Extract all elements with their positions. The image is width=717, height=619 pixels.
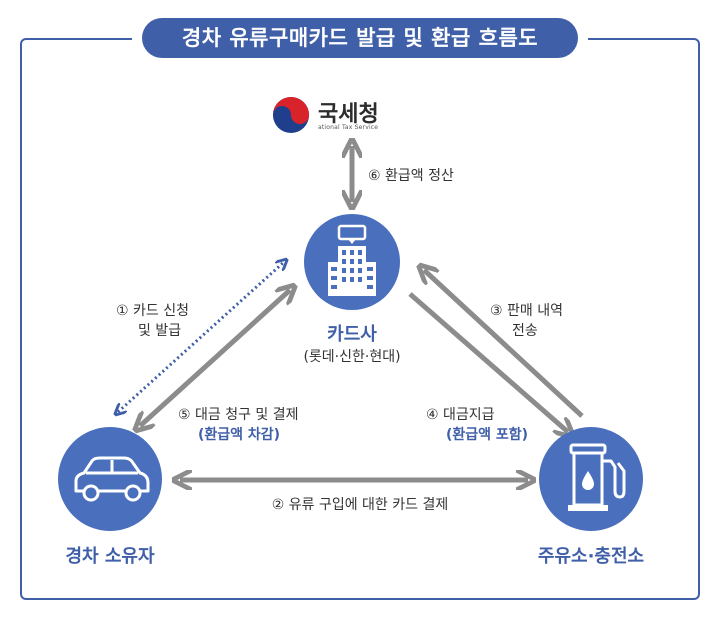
diagram-title: 경차 유류구매카드 발급 및 환급 흐름도 — [142, 18, 578, 58]
step-3-line2: 전송 — [512, 323, 538, 339]
step-1-line1: ① 카드 신청 — [116, 303, 189, 319]
station-name: 주유소·충전소 — [537, 546, 645, 567]
card-company-sub: (롯데·신한·현대) — [303, 349, 401, 365]
nts-name: 국세청 — [318, 102, 379, 127]
owner-name: 경차 소유자 — [65, 546, 155, 567]
nts-subtitle: ational Tax Service — [318, 124, 379, 131]
station-node — [539, 427, 643, 531]
step-5-line2: (환급액 차감) — [198, 427, 281, 443]
step-2-label: ② 유류 구입에 대한 카드 결제 — [271, 497, 449, 513]
owner-node — [58, 427, 162, 531]
nts-emblem-icon — [272, 96, 310, 134]
step-4-line1: ④ 대금지급 — [426, 407, 495, 423]
arrow-payment — [408, 292, 568, 432]
card-company-node — [304, 214, 400, 310]
step-4-line2: (환급액 포함) — [446, 427, 529, 443]
car-icon — [74, 456, 150, 502]
step-6-label: ⑥ 환급액 정산 — [368, 168, 454, 184]
step-5-line1: ⑤ 대금 청구 및 결제 — [178, 407, 299, 423]
building-icon — [328, 224, 376, 296]
step-1-line2: 및 발급 — [138, 323, 182, 339]
arrow-billing — [140, 290, 290, 426]
fuel-pump-icon — [568, 443, 626, 511]
card-company-name: 카드사 — [327, 324, 377, 345]
step-3-line1: ③ 판매 내역 — [490, 303, 563, 319]
arrow-sales-transfer — [424, 270, 584, 418]
